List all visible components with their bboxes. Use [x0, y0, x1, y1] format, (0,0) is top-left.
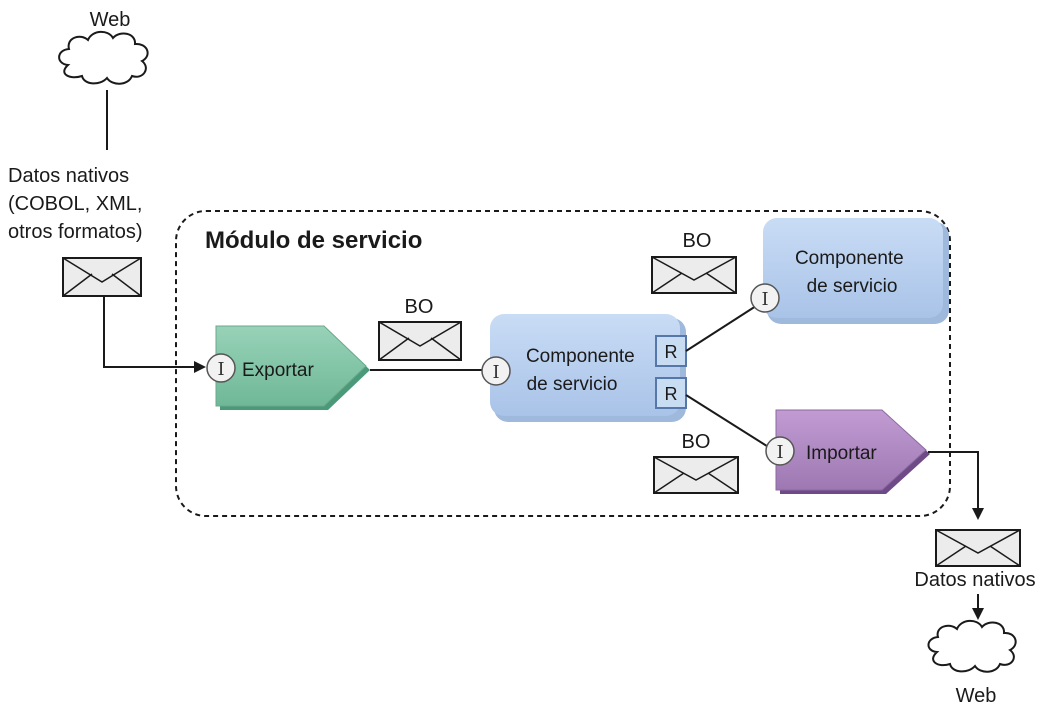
native-in-line-2: (COBOL, XML,: [8, 193, 142, 215]
export-interface-icon: I: [206, 353, 236, 383]
bo-envelope-2-icon: [651, 256, 737, 294]
module-title: Módulo de servicio: [205, 227, 422, 254]
component-top-label: Componente de servicio: [795, 248, 909, 297]
web-top-cloud-icon: [58, 30, 149, 85]
service-module-boundary: [175, 210, 951, 517]
native-data-envelope-icon: [62, 257, 142, 297]
import-interface-icon: I: [765, 436, 795, 466]
bo-label-2: BO: [683, 230, 712, 252]
bo-label-1: BO: [405, 296, 434, 318]
service-component-top[interactable]: Componente de servicio: [763, 218, 949, 324]
reference-to-import-wire: [685, 394, 771, 449]
web-bottom-label: Web: [956, 685, 997, 707]
reference-to-top-component-wire: [685, 305, 757, 352]
service-component-center[interactable]: Componente de servicio: [490, 314, 686, 422]
svg-text:R: R: [665, 342, 678, 362]
component-interface-icon: I: [481, 356, 511, 386]
svg-text:I: I: [492, 362, 499, 383]
bo-envelope-1-icon: [378, 321, 462, 361]
component-reference-1-icon: R: [655, 335, 687, 367]
svg-text:R: R: [665, 384, 678, 404]
native-out-label: Datos nativos: [914, 569, 1035, 591]
output-arrow: [928, 451, 984, 520]
web-bottom-cloud-icon: [927, 619, 1017, 673]
bo-envelope-3-icon: [653, 456, 739, 494]
web-top-label: Web: [90, 9, 131, 31]
input-arrow: [103, 296, 206, 373]
svg-text:I: I: [217, 359, 224, 380]
export-component[interactable]: Exportar: [215, 325, 370, 410]
native-in-label: Datos nativos (COBOL, XML, otros formato…: [8, 165, 148, 243]
bo-label-3: BO: [682, 431, 711, 453]
export-label: Exportar: [242, 360, 314, 381]
native-in-line-1: Datos nativos: [8, 165, 129, 187]
native-in-line-3: otros formatos): [8, 221, 142, 243]
import-component[interactable]: Importar: [775, 409, 930, 494]
top-component-interface-icon: I: [750, 283, 780, 313]
svg-text:I: I: [761, 289, 768, 310]
native-output-envelope-icon: [935, 529, 1021, 567]
component-reference-2-icon: R: [655, 377, 687, 409]
component-center-label: Componente de servicio: [526, 346, 640, 395]
import-label: Importar: [806, 443, 877, 464]
svg-text:I: I: [776, 442, 783, 463]
